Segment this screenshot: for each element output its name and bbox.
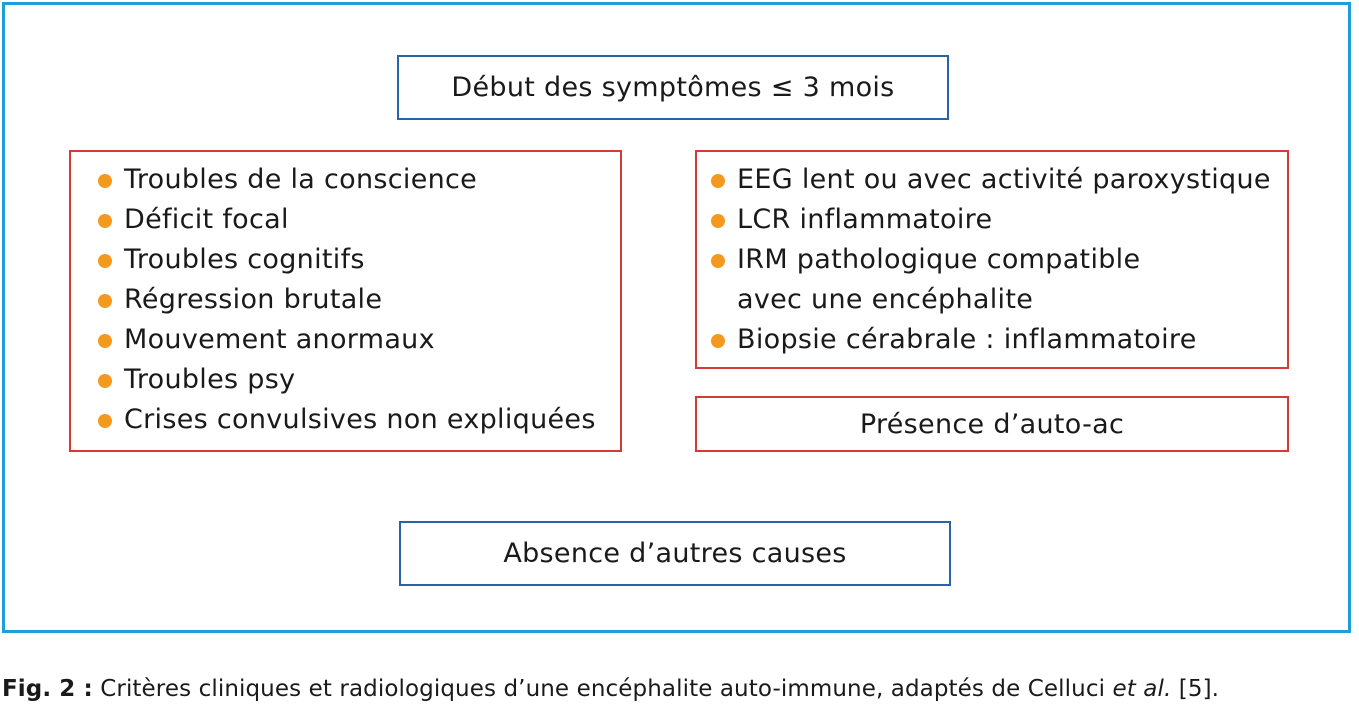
list-item: Mouvement anormaux xyxy=(98,320,620,360)
figure-caption: Fig. 2 : Critères cliniques et radiologi… xyxy=(2,676,1219,702)
onset-text: Début des symptômes ≤ 3 mois xyxy=(451,72,895,103)
bullet-icon xyxy=(98,294,112,308)
caption-label: Fig. 2 : xyxy=(2,676,93,702)
list-item: Déficit focal xyxy=(98,200,620,240)
list-item: Troubles de la conscience xyxy=(98,160,620,200)
bullet-icon xyxy=(98,414,112,428)
bullet-icon xyxy=(711,254,725,268)
bullet-icon xyxy=(98,214,112,228)
caption-ref: [5]. xyxy=(1171,676,1220,702)
list-item: LCR inflammatoire xyxy=(711,200,1287,240)
list-item: Troubles cognitifs xyxy=(98,240,620,280)
caption-text: Critères cliniques et radiologiques d’un… xyxy=(92,676,1113,702)
exclusion-box: Absence d’autres causes xyxy=(399,521,951,586)
clinical-criteria-box: Troubles de la conscience Déficit focal … xyxy=(69,150,622,452)
onset-box: Début des symptômes ≤ 3 mois xyxy=(397,55,949,120)
bullet-icon xyxy=(98,254,112,268)
list-item: Troubles psy xyxy=(98,360,620,400)
list-item: IRM pathologique compatible xyxy=(711,240,1287,280)
bullet-icon xyxy=(98,334,112,348)
bullet-icon xyxy=(711,174,725,188)
antibodies-box: Présence d’auto-ac xyxy=(695,396,1289,452)
bullet-icon xyxy=(98,174,112,188)
list-item: Régression brutale xyxy=(98,280,620,320)
list-item-continuation: avec une encéphalite xyxy=(737,284,1034,315)
list-item: EEG lent ou avec activité paroxystique xyxy=(711,160,1287,200)
list-item: Crises convulsives non expliquées xyxy=(98,400,620,440)
diagram-frame xyxy=(2,2,1351,633)
bullet-icon xyxy=(711,334,725,348)
list-item: Biopsie cérabrale : inflammatoire xyxy=(711,320,1287,360)
caption-italic: et al. xyxy=(1112,676,1172,702)
paraclinical-criteria-list: EEG lent ou avec activité paroxystique L… xyxy=(711,160,1287,360)
antibodies-text: Présence d’auto-ac xyxy=(859,408,1125,440)
exclusion-text: Absence d’autres causes xyxy=(503,538,847,569)
bullet-icon xyxy=(98,374,112,388)
paraclinical-criteria-box: EEG lent ou avec activité paroxystique L… xyxy=(695,150,1289,369)
clinical-criteria-list: Troubles de la conscience Déficit focal … xyxy=(98,160,620,440)
bullet-icon xyxy=(711,214,725,228)
